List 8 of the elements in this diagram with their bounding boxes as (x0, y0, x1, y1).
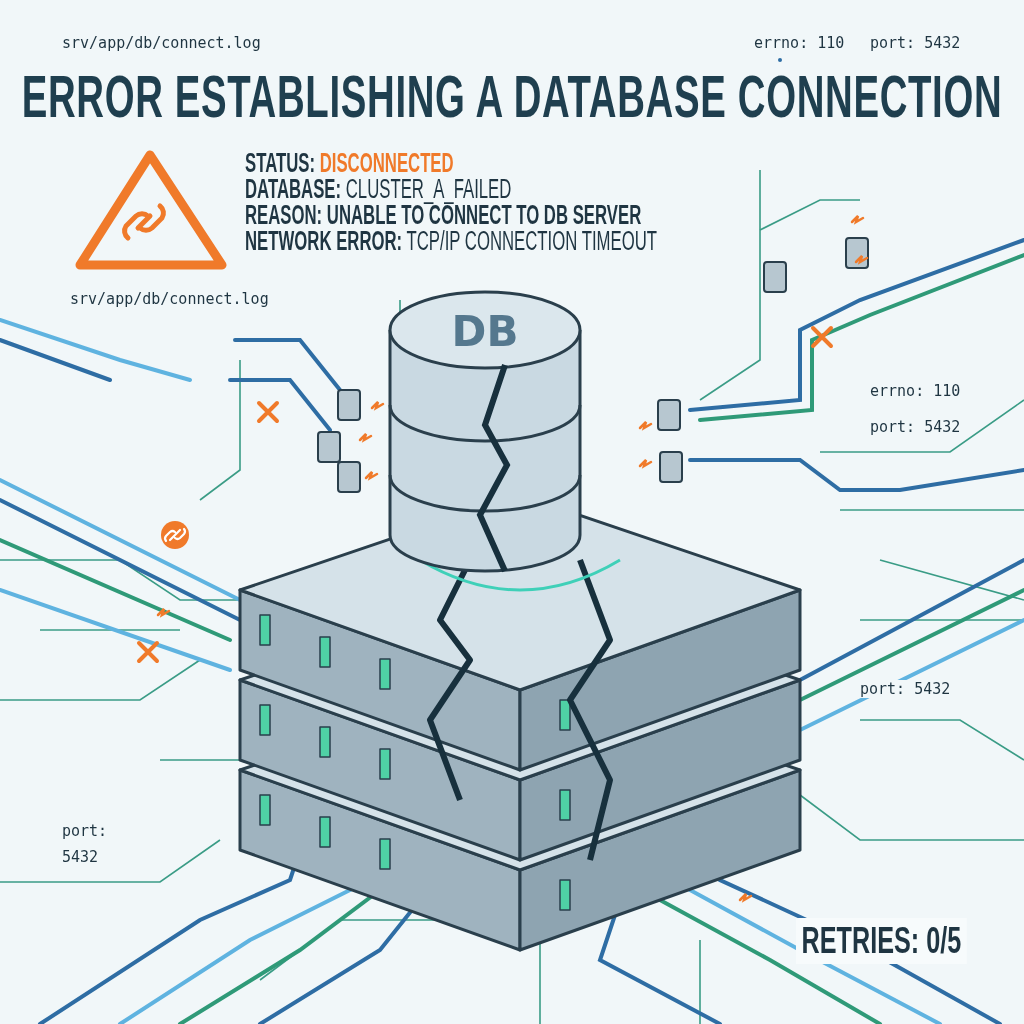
node-label: DB (450, 307, 520, 356)
status-line: STATUS: DISCONNECTED (245, 150, 454, 177)
title: ERROR ESTABLISHING A DATABASE CONNECTION (21, 62, 1003, 131)
file-path: srv/app/db/connect.log (60, 34, 263, 52)
retry-counter: RETRIES: 0/5 (796, 918, 967, 964)
file-path: srv/app/db/connect.log (68, 290, 271, 308)
status-line: NETWORK ERROR: TCP/IP CONNECTION TIMEOUT (245, 228, 657, 255)
status-line: DATABASE: CLUSTER_A_FAILED (245, 176, 512, 203)
